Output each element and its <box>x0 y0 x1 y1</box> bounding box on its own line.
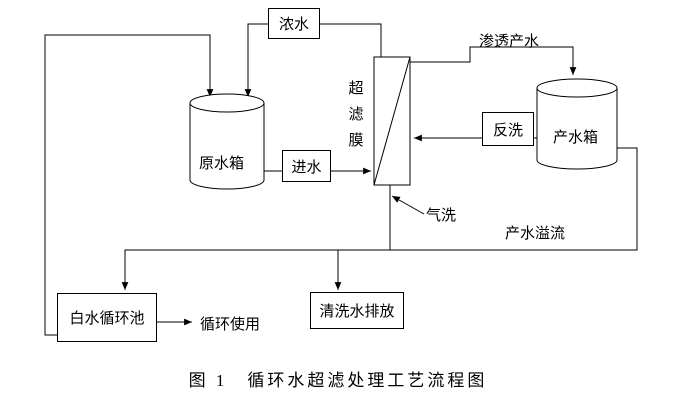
product-overflow-label: 产水溢流 <box>505 226 566 242</box>
line-permeate <box>410 46 577 75</box>
wash-discharge-box: 清洗水排放 <box>310 292 404 329</box>
permeate-label: 渗透产水 <box>479 34 540 50</box>
air-wash-label: 气洗 <box>426 208 457 224</box>
figure-caption: 图 1 循环水超滤处理工艺流程图 <box>188 371 488 390</box>
line-pool-to-raw-tank <box>44 34 214 336</box>
concentrate-label-box: 浓水 <box>268 8 320 39</box>
membrane-label: 超滤膜 <box>348 81 364 149</box>
line-overflow-manifold <box>121 147 638 290</box>
product-water-tank-label: 产水箱 <box>553 130 599 146</box>
membrane-module-shape <box>373 56 411 186</box>
feed-label-box: 进水 <box>282 150 331 182</box>
white-water-pool-box: 白水循环池 <box>57 293 157 342</box>
backwash-label-box: 反洗 <box>482 112 534 146</box>
line-air-wash-arrow <box>391 195 425 215</box>
product-water-tank-shape <box>536 78 618 170</box>
recycle-use-label: 循环使用 <box>200 317 261 333</box>
raw-water-tank-label: 原水箱 <box>199 156 245 172</box>
raw-water-tank-shape <box>189 93 265 190</box>
